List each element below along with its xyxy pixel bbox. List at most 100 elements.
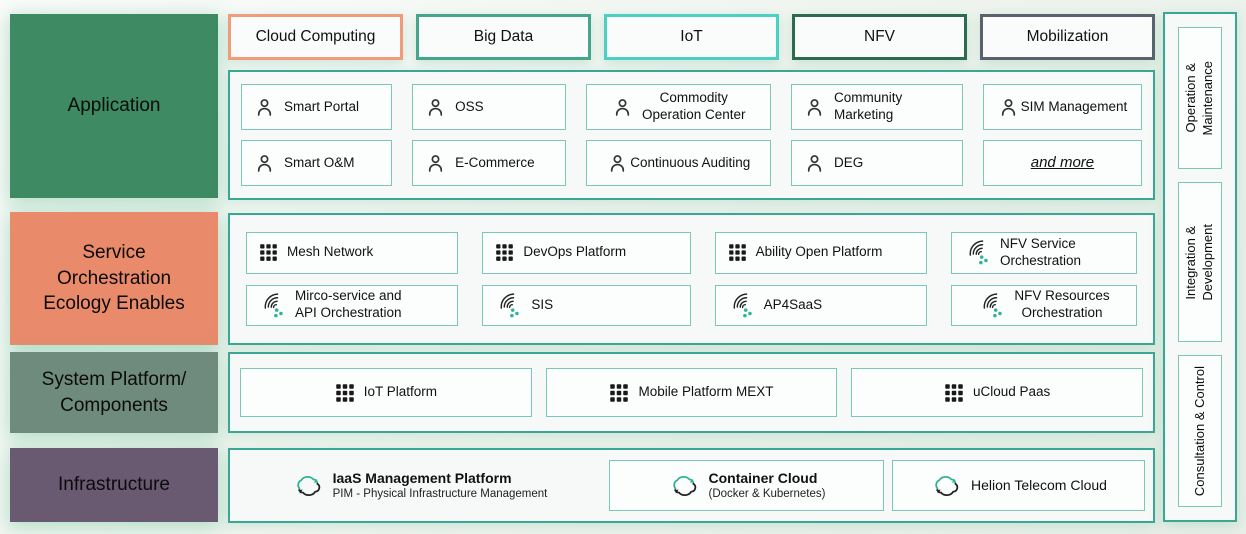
svc-item-micro-service-api-orchestration: Mirco-service and API Orchestration	[246, 284, 459, 326]
right-panel-label: Integration & Development	[1183, 223, 1215, 301]
tab-iot: IoT	[604, 14, 779, 60]
grid-icon	[944, 383, 964, 403]
app-item-label: SIM Management	[1020, 98, 1128, 114]
cloud-sync-icon	[930, 474, 962, 498]
row-label-service-orchestration: Service Orchestration Ecology Enables	[10, 212, 218, 345]
svc-item-label: Mesh Network	[287, 244, 374, 260]
person-icon	[612, 97, 633, 118]
app-item-label: and more	[1030, 153, 1095, 171]
tab-big-data: Big Data	[416, 14, 591, 60]
right-panel-item-operation-maintenance: Operation & Maintenance	[1178, 27, 1222, 169]
app-item-label: Smart O&M	[284, 154, 355, 170]
system-platform-container: IoT Platform Mobile Platform MEXT uCloud…	[228, 352, 1155, 433]
cloud-sync-icon	[668, 474, 700, 498]
sys-item-label: Mobile Platform MEXT	[638, 384, 774, 400]
app-item-label: Smart Portal	[284, 98, 360, 114]
grid-icon	[495, 243, 514, 262]
person-icon	[425, 153, 446, 174]
right-panel-label: Consultation & Control	[1191, 365, 1207, 497]
swirl-icon	[259, 292, 286, 319]
row-label-application: Application	[10, 14, 218, 198]
inf-item-title: Container Cloud	[708, 469, 818, 486]
inf-item-title: IaaS Management Platform	[332, 469, 512, 486]
app-item-smart-portal: Smart Portal	[241, 84, 393, 130]
cloud-sync-icon	[292, 474, 324, 498]
row-label-system-platform: System Platform/ Components	[10, 352, 218, 433]
app-item-sim-management: SIM Management	[982, 84, 1142, 130]
app-item-e-commerce: E-Commerce	[412, 140, 567, 186]
right-panel: Operation & Maintenance Integration & De…	[1163, 12, 1237, 522]
person-icon	[998, 97, 1019, 118]
svc-item-ap4saas: AP4SaaS	[714, 284, 927, 326]
person-icon	[254, 153, 275, 174]
app-item-and-more: and more	[982, 140, 1142, 186]
service-orchestration-container: Mesh Network DevOps Platform Ability Ope…	[228, 213, 1155, 345]
inf-item-subtitle: (Docker & Kubernetes)	[708, 488, 826, 501]
inf-item-iaas-management-platform: IaaS Management Platform PIM - Physical …	[238, 460, 601, 511]
right-panel-label: Operation & Maintenance	[1183, 60, 1215, 136]
svc-item-nfv-resources-orchestration: NFV Resources Orchestration	[950, 284, 1137, 326]
right-panel-item-consultation-control: Consultation & Control	[1178, 355, 1222, 507]
row-label-infrastructure: Infrastructure	[10, 448, 218, 522]
inf-item-title: Helion Telecom Cloud	[971, 476, 1107, 493]
app-item-continuous-auditing: Continuous Auditing	[586, 140, 772, 186]
svc-item-label: NFV Resources Orchestration	[1014, 288, 1110, 321]
svc-item-nfv-service-orchestration: NFV Service Orchestration	[950, 232, 1137, 274]
sys-item-ucloud-paas: uCloud Paas	[851, 368, 1143, 417]
app-item-label: DEG	[834, 154, 864, 170]
app-item-oss: OSS	[412, 84, 567, 130]
tab-label: IoT	[680, 28, 703, 45]
person-icon	[607, 153, 628, 174]
tab-label: Cloud Computing	[255, 28, 376, 45]
application-container: Smart Portal OSS Commodity Operation Cen…	[228, 70, 1155, 200]
app-item-label: Commodity Operation Center	[641, 90, 746, 122]
svc-item-label: DevOps Platform	[523, 244, 627, 260]
domain-tabs: Cloud Computing Big Data IoT NFV Mobiliz…	[228, 14, 1155, 60]
app-item-commodity-operation-center: Commodity Operation Center	[586, 84, 772, 130]
sys-item-mobile-platform-mext: Mobile Platform MEXT	[545, 368, 838, 417]
svc-item-label: Ability Open Platform	[755, 244, 883, 260]
svc-item-sis: SIS	[482, 284, 691, 326]
grid-icon	[335, 383, 355, 403]
app-item-label: OSS	[455, 98, 484, 114]
app-item-smart-om: Smart O&M	[241, 140, 393, 186]
sys-item-iot-platform: IoT Platform	[240, 368, 532, 417]
svc-item-label: NFV Service Orchestration	[999, 235, 1081, 268]
person-icon	[804, 97, 825, 118]
tab-label: Mobilization	[1026, 28, 1109, 45]
tab-cloud-computing: Cloud Computing	[228, 14, 403, 60]
grid-icon	[259, 243, 278, 262]
app-item-label: Continuous Auditing	[630, 154, 751, 170]
person-icon	[254, 97, 275, 118]
inf-item-helion-telecom-cloud: Helion Telecom Cloud	[891, 460, 1145, 511]
swirl-icon	[728, 292, 755, 319]
svc-item-devops-platform: DevOps Platform	[482, 232, 691, 274]
svc-item-label: SIS	[531, 296, 554, 312]
tab-label: Big Data	[473, 28, 534, 45]
app-item-label: E-Commerce	[455, 154, 535, 170]
person-icon	[804, 153, 825, 174]
grid-icon	[728, 243, 747, 262]
sys-item-label: uCloud Paas	[973, 384, 1051, 400]
svc-item-mesh-network: Mesh Network	[246, 232, 459, 274]
inf-item-text: IaaS Management Platform PIM - Physical …	[333, 470, 548, 502]
app-item-deg: DEG	[791, 140, 963, 186]
svc-item-label: Mirco-service and API Orchestration	[295, 288, 402, 321]
infrastructure-container: IaaS Management Platform PIM - Physical …	[228, 448, 1155, 523]
tab-label: NFV	[864, 28, 895, 45]
swirl-icon	[495, 292, 522, 319]
app-item-community-marketing: Community Marketing	[791, 84, 963, 130]
grid-icon	[609, 383, 629, 403]
sys-item-label: IoT Platform	[363, 384, 437, 400]
swirl-icon	[964, 239, 991, 266]
inf-item-container-cloud: Container Cloud (Docker & Kubernetes)	[608, 460, 884, 511]
inf-item-subtitle: PIM - Physical Infrastructure Management	[332, 488, 548, 501]
svc-item-label: AP4SaaS	[763, 296, 823, 312]
inf-item-text: Container Cloud (Docker & Kubernetes)	[709, 470, 826, 502]
right-panel-item-integration-development: Integration & Development	[1178, 182, 1222, 342]
tab-nfv: NFV	[792, 14, 967, 60]
person-icon	[425, 97, 446, 118]
svc-item-ability-open-platform: Ability Open Platform	[714, 232, 927, 274]
app-item-label: Community Marketing	[834, 90, 903, 122]
